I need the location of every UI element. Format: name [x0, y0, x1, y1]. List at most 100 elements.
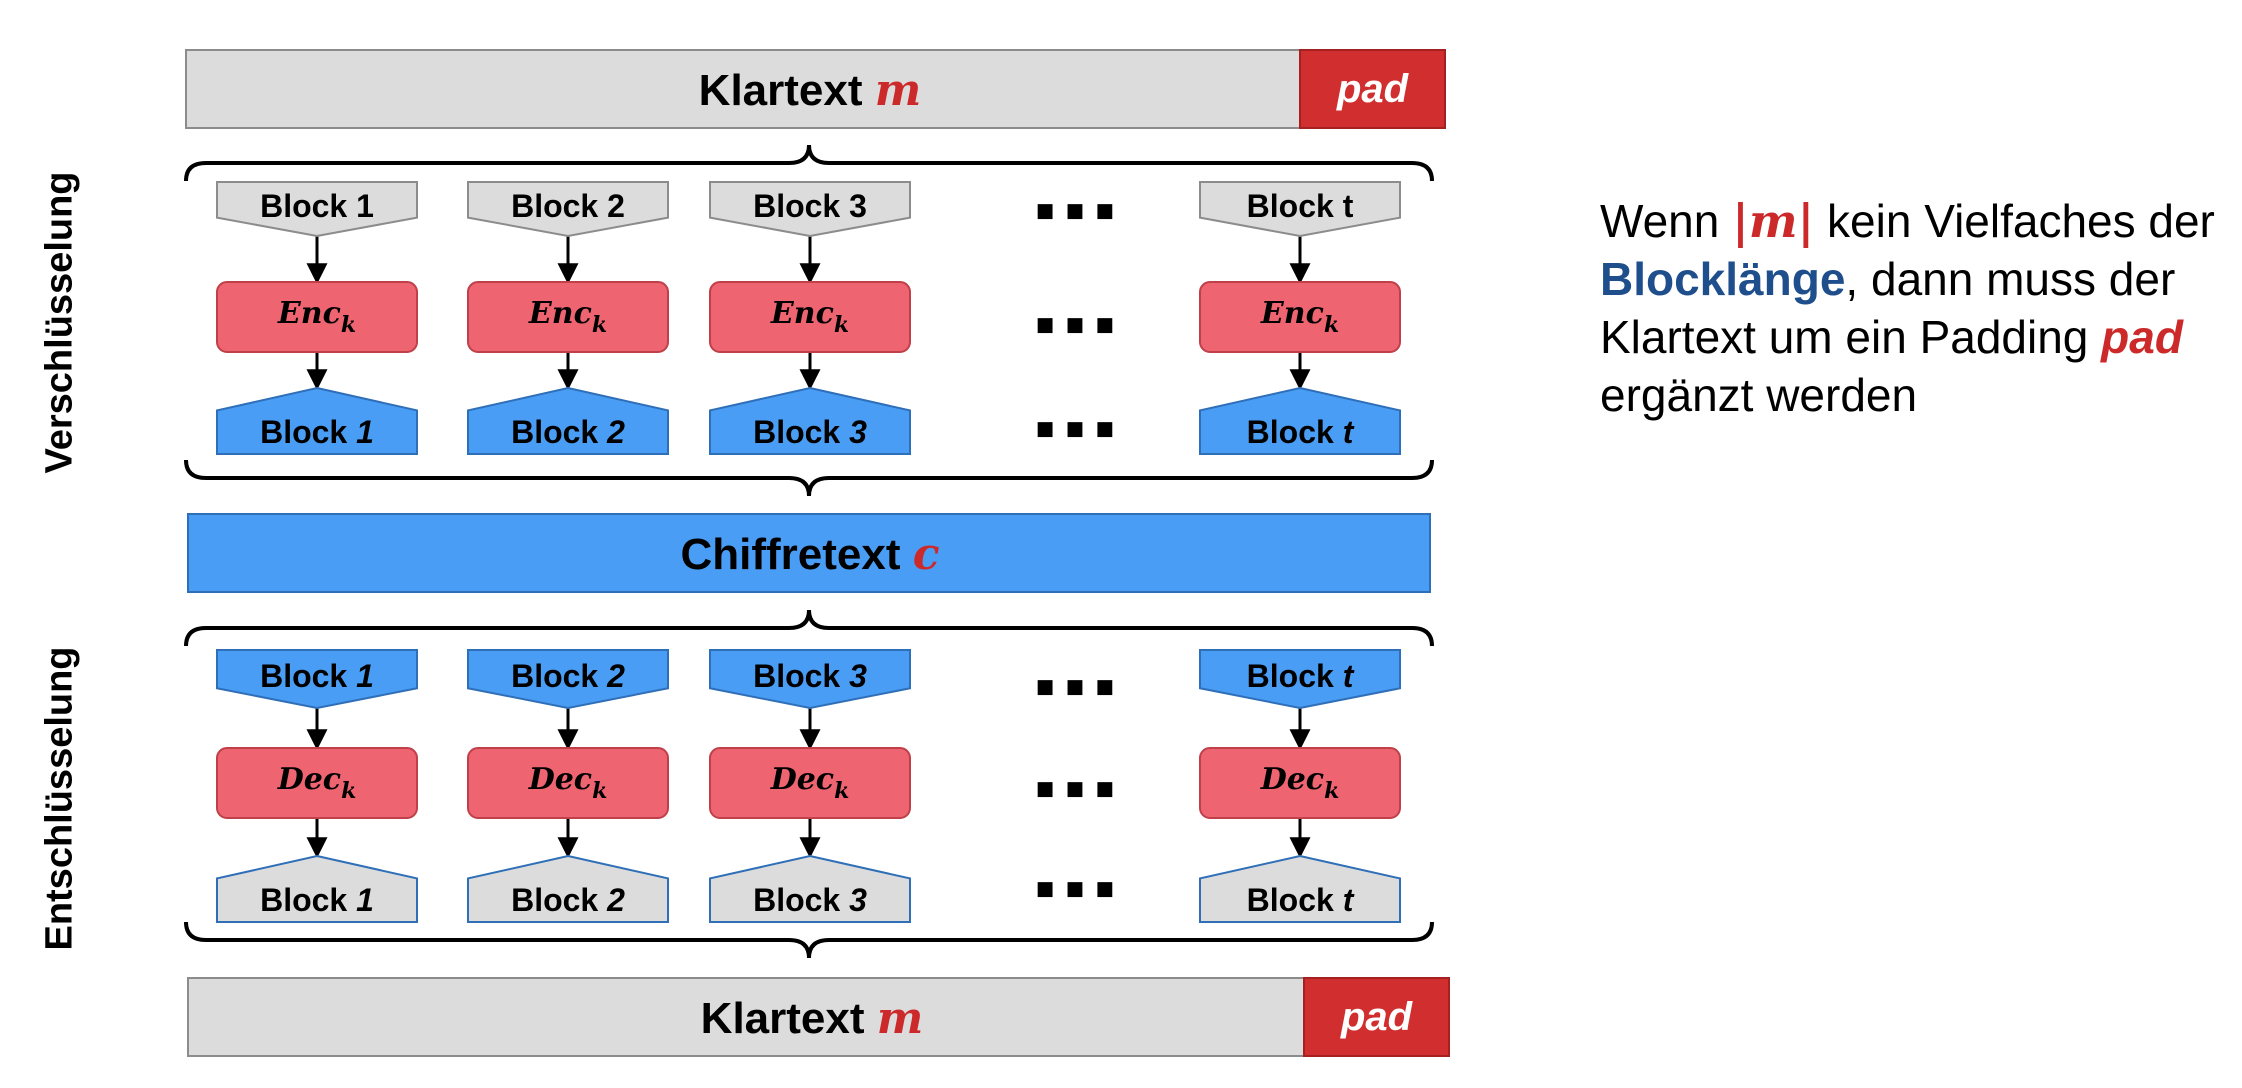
note-blocklength: Blocklänge [1600, 253, 1846, 305]
note-part2: kein Vielfaches der [1814, 195, 2215, 247]
enc-func-box-3-subscript: k [834, 312, 849, 338]
enc-func-box-1-name: Enc [277, 296, 341, 331]
dec-output-block-3-label: Block 3 [753, 882, 867, 918]
dec-input-block-2-label: Block 2 [511, 658, 625, 694]
enc-input-block-3-label: Block 3 [753, 188, 867, 224]
dec-output-block-2 [467, 854, 669, 923]
enc-input-block-2 [467, 181, 669, 238]
dec-ellipsis-input: ▪ ▪ ▪ [1035, 669, 1115, 704]
enc-output-block-2-label-prefix: Block [511, 414, 607, 450]
enc-input-block-3-label-index: 3 [849, 188, 867, 224]
enc-func-box-3-name: Enc [770, 296, 834, 331]
dec-input-block-1 [216, 649, 418, 710]
enc-func-box-1-subscript: k [341, 312, 356, 338]
enc-func-box-2-name: Enc [528, 296, 592, 331]
enc-output-block-2 [467, 386, 669, 455]
enc-func-box-4-subscript: k [1324, 312, 1339, 338]
dec-output-block-2-label: Block 2 [511, 882, 625, 918]
enc-plaintext-label: Klartext m [699, 65, 922, 116]
enc-func-box-2 [467, 281, 669, 353]
dec-top-brace [184, 609, 1434, 647]
enc-output-block-3-label-prefix: Block [753, 414, 849, 450]
enc-output-block-4 [1199, 386, 1401, 455]
dec-plaintext-label: Klartext m [701, 993, 924, 1044]
enc-input-block-2-label-index: 2 [607, 188, 625, 224]
dec-func-box-4-name: Dec [1260, 762, 1324, 797]
dec-output-block-1-label-prefix: Block [260, 882, 356, 918]
enc-input-block-4-label: Block t [1247, 188, 1354, 224]
enc-output-block-4-label-index: t [1343, 414, 1355, 450]
dec-output-block-4-label-index: t [1343, 882, 1355, 918]
dec-func-box-2-label: Deck [528, 762, 608, 805]
dec-bottom-brace [184, 921, 1434, 959]
enc-func-box-4-label: Enck [1260, 296, 1339, 339]
enc-func-box-1 [216, 281, 418, 353]
dec-output-block-2-label-prefix: Block [511, 882, 607, 918]
dec-output-block-3 [709, 854, 911, 923]
enc-output-block-2-label-index: 2 [606, 414, 625, 450]
enc-func-box-4 [1199, 281, 1401, 353]
enc-func-box-4-name: Enc [1260, 296, 1324, 331]
enc-input-block-4 [1199, 181, 1401, 238]
dec-func-box-3-label: Deck [770, 762, 850, 805]
note-part1: Wenn [1600, 195, 1733, 247]
dec-plaintext-label-text: Klartext [701, 994, 877, 1043]
dec-output-block-4-label-prefix: Block [1247, 882, 1343, 918]
dec-func-box-3 [709, 747, 911, 819]
enc-output-block-1-label-prefix: Block [260, 414, 356, 450]
dec-input-block-2 [467, 649, 669, 710]
dec-output-block-1-label-index: 1 [356, 882, 374, 918]
enc-ellipsis-func: ▪ ▪ ▪ [1035, 307, 1115, 342]
enc-output-block-3-label: Block 3 [753, 414, 867, 450]
ciphertext-label: Chiffretext c [680, 529, 939, 580]
dec-input-block-2-label-index: 2 [606, 658, 625, 694]
dec-input-block-4 [1199, 649, 1401, 710]
dec-input-block-3-label-index: 3 [849, 658, 867, 694]
dec-output-block-3-label-prefix: Block [753, 882, 849, 918]
dec-func-box-2-name: Dec [528, 762, 592, 797]
dec-ellipsis-output: ▪ ▪ ▪ [1035, 871, 1115, 906]
dec-input-block-3 [709, 649, 911, 710]
dec-pad-box [1303, 977, 1450, 1057]
dec-func-box-3-subscript: k [834, 778, 849, 804]
dec-func-box-2-subscript: k [592, 778, 607, 804]
enc-output-block-2-label: Block 2 [511, 414, 625, 450]
enc-output-block-4-label: Block t [1247, 414, 1355, 450]
enc-input-block-1 [216, 181, 418, 238]
dec-func-box-4 [1199, 747, 1401, 819]
enc-output-block-1 [216, 386, 418, 455]
enc-input-block-3 [709, 181, 911, 238]
dec-output-block-1-label: Block 1 [260, 882, 374, 918]
enc-pad-box [1299, 49, 1446, 129]
padding-note: Wenn |m| kein Vielfaches der Blocklänge,… [1600, 192, 2220, 424]
enc-output-block-3 [709, 386, 911, 455]
enc-plaintext-bar [185, 49, 1301, 129]
enc-input-block-1-label: Block 1 [260, 188, 374, 224]
enc-func-box-3-label: Enck [770, 296, 849, 339]
enc-input-block-4-label-prefix: Block [1247, 188, 1343, 224]
dec-output-block-4-label: Block t [1247, 882, 1355, 918]
dec-plaintext-bar [187, 977, 1305, 1057]
enc-output-block-1-label: Block 1 [260, 414, 374, 450]
decryption-side-label: Entschlüsselung [38, 645, 81, 951]
enc-output-block-1-label-index: 1 [356, 414, 374, 450]
enc-input-block-2-label-prefix: Block [511, 188, 607, 224]
dec-func-box-2 [467, 747, 669, 819]
enc-ellipsis-input: ▪ ▪ ▪ [1035, 193, 1115, 228]
note-part4: ergänzt werden [1600, 369, 1918, 421]
enc-func-box-2-subscript: k [592, 312, 607, 338]
ciphertext-label-text: Chiffretext [680, 530, 912, 579]
dec-plaintext-label-var: m [877, 993, 924, 1044]
enc-output-block-3-label-index: 3 [849, 414, 867, 450]
dec-func-box-4-subscript: k [1324, 778, 1339, 804]
enc-output-block-4-label-prefix: Block [1247, 414, 1343, 450]
dec-func-box-1-name: Dec [277, 762, 341, 797]
enc-plaintext-label-text: Klartext [699, 66, 875, 115]
enc-func-box-2-label: Enck [528, 296, 607, 339]
enc-bottom-brace [184, 459, 1434, 497]
dec-output-block-3-label-index: 3 [849, 882, 867, 918]
dec-output-block-1 [216, 854, 418, 923]
dec-func-box-1-subscript: k [341, 778, 356, 804]
enc-top-brace [184, 144, 1434, 182]
